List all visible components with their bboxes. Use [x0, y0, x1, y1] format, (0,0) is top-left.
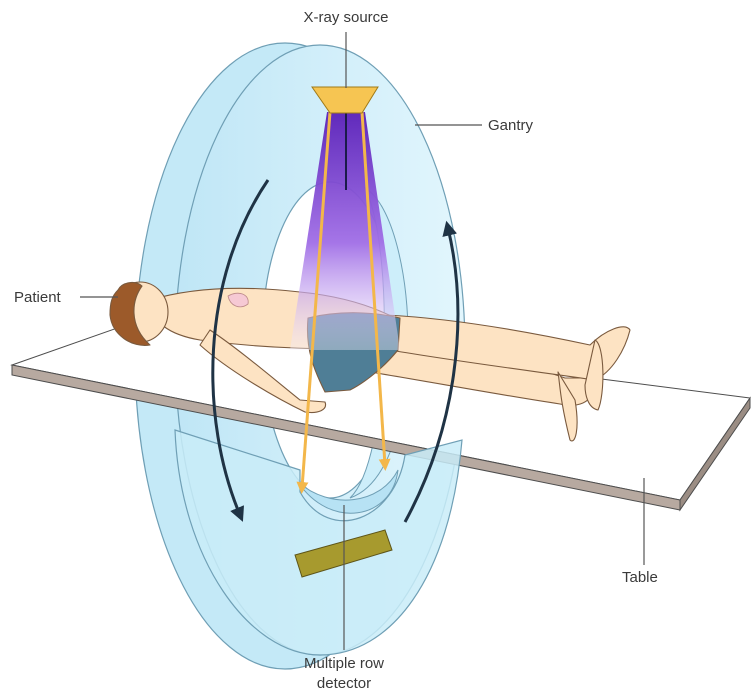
- label-xray-source: X-ray source: [303, 9, 388, 26]
- label-gantry: Gantry: [488, 117, 534, 134]
- label-patient: Patient: [14, 289, 62, 306]
- label-detector-line2: detector: [317, 675, 371, 692]
- label-detector-line1: Multiple row: [304, 655, 384, 672]
- label-table: Table: [622, 569, 658, 586]
